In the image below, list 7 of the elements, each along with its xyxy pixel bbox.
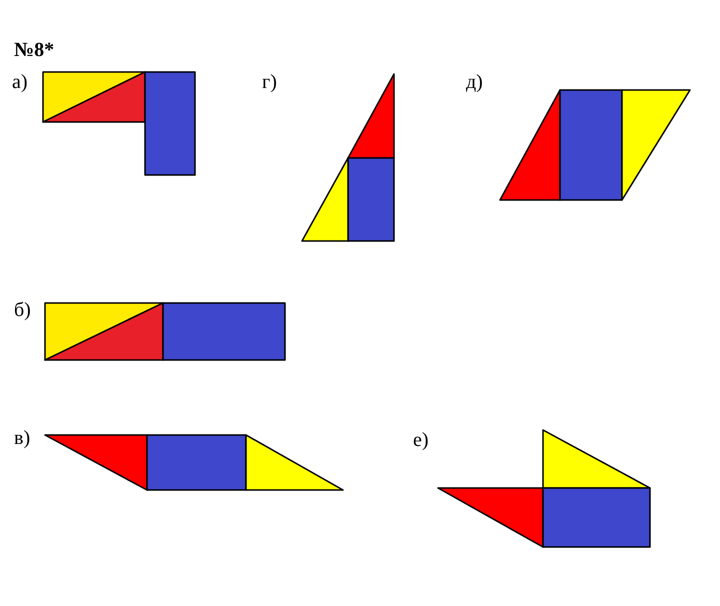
part-label: д) bbox=[466, 72, 483, 92]
part-label: е) bbox=[413, 430, 429, 450]
part-label: в) bbox=[14, 428, 30, 448]
part-label: б) bbox=[14, 300, 31, 320]
exercise-number: №8* bbox=[14, 40, 54, 60]
part-label: г) bbox=[262, 72, 277, 92]
part-label: а) bbox=[12, 72, 28, 92]
